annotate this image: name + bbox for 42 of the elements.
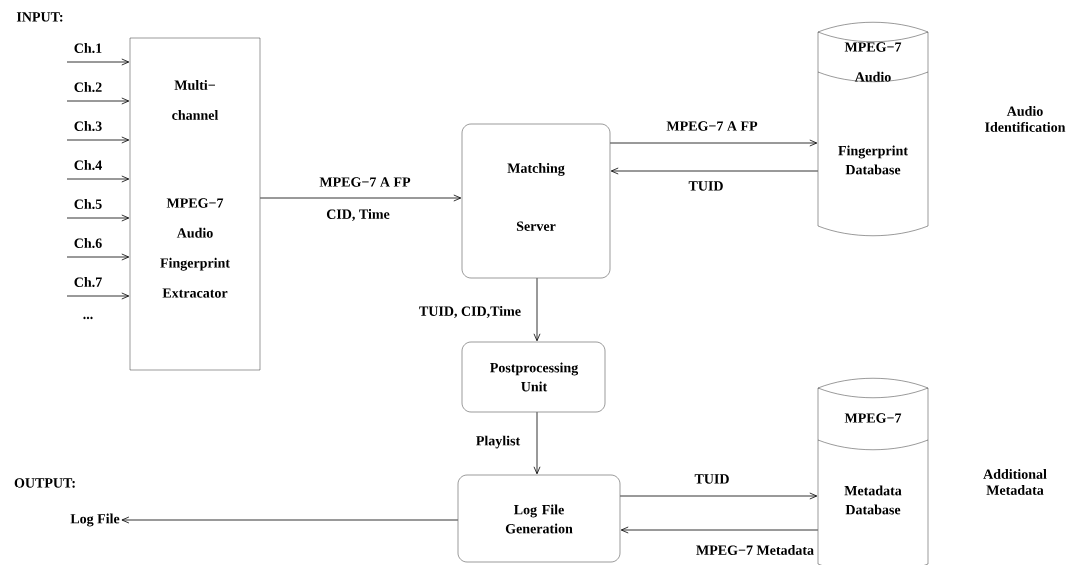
arrow	[609, 139, 818, 147]
edge-label: MPEG−7 A FP	[665, 120, 759, 132]
arrow	[66, 175, 130, 183]
arrow	[533, 277, 541, 342]
edge-label: Playlist	[474, 434, 522, 450]
arrow	[620, 526, 819, 534]
side-label: Additional Metadata	[983, 469, 1047, 495]
text-label: INPUT:	[16, 12, 63, 22]
side-label: Audio Identification	[985, 106, 1066, 132]
edge-label: Ch.6	[72, 237, 104, 249]
arrow	[66, 58, 130, 66]
edge-label: TUID, CID,Time	[418, 305, 522, 319]
edge-label: TUID	[687, 180, 725, 192]
text-label: ...	[83, 316, 93, 320]
database-cylinder: MPEG−7 Metadata Database	[817, 378, 929, 565]
process-box: Matching Server	[461, 123, 611, 279]
edge-label: MPEG−7 Metadata	[695, 544, 815, 556]
text-label: CID, Time	[326, 209, 390, 221]
edge-label: Ch.4	[72, 159, 104, 171]
edge-label: TUID	[693, 473, 731, 485]
arrow	[259, 194, 462, 202]
arrow	[610, 167, 819, 175]
database-cylinder: MPEG−7 Audio Fingerprint Database	[817, 22, 929, 236]
arrow	[66, 214, 130, 222]
arrow	[121, 516, 459, 524]
arrow	[619, 492, 818, 500]
text-label: OUTPUT:	[14, 478, 75, 488]
arrow	[66, 292, 130, 300]
arrow	[533, 411, 541, 475]
edge-label: Ch.3	[72, 120, 104, 132]
edge-label: Ch.1	[72, 42, 104, 54]
edge-label: Ch.2	[72, 81, 104, 93]
process-box: Log File Generation	[457, 474, 621, 563]
process-box: Postprocessing Unit	[461, 341, 606, 413]
arrow	[66, 136, 130, 144]
output-text: Log File	[70, 513, 120, 527]
arrow	[66, 253, 130, 261]
arrow	[66, 97, 130, 105]
edge-label: Ch.7	[72, 276, 104, 288]
edge-label: MPEG−7 A FP	[318, 176, 412, 188]
edge-label: Ch.5	[72, 198, 104, 210]
process-box: Multi− channel MPEG−7 Audio Fingerprint Extracator	[129, 37, 261, 371]
